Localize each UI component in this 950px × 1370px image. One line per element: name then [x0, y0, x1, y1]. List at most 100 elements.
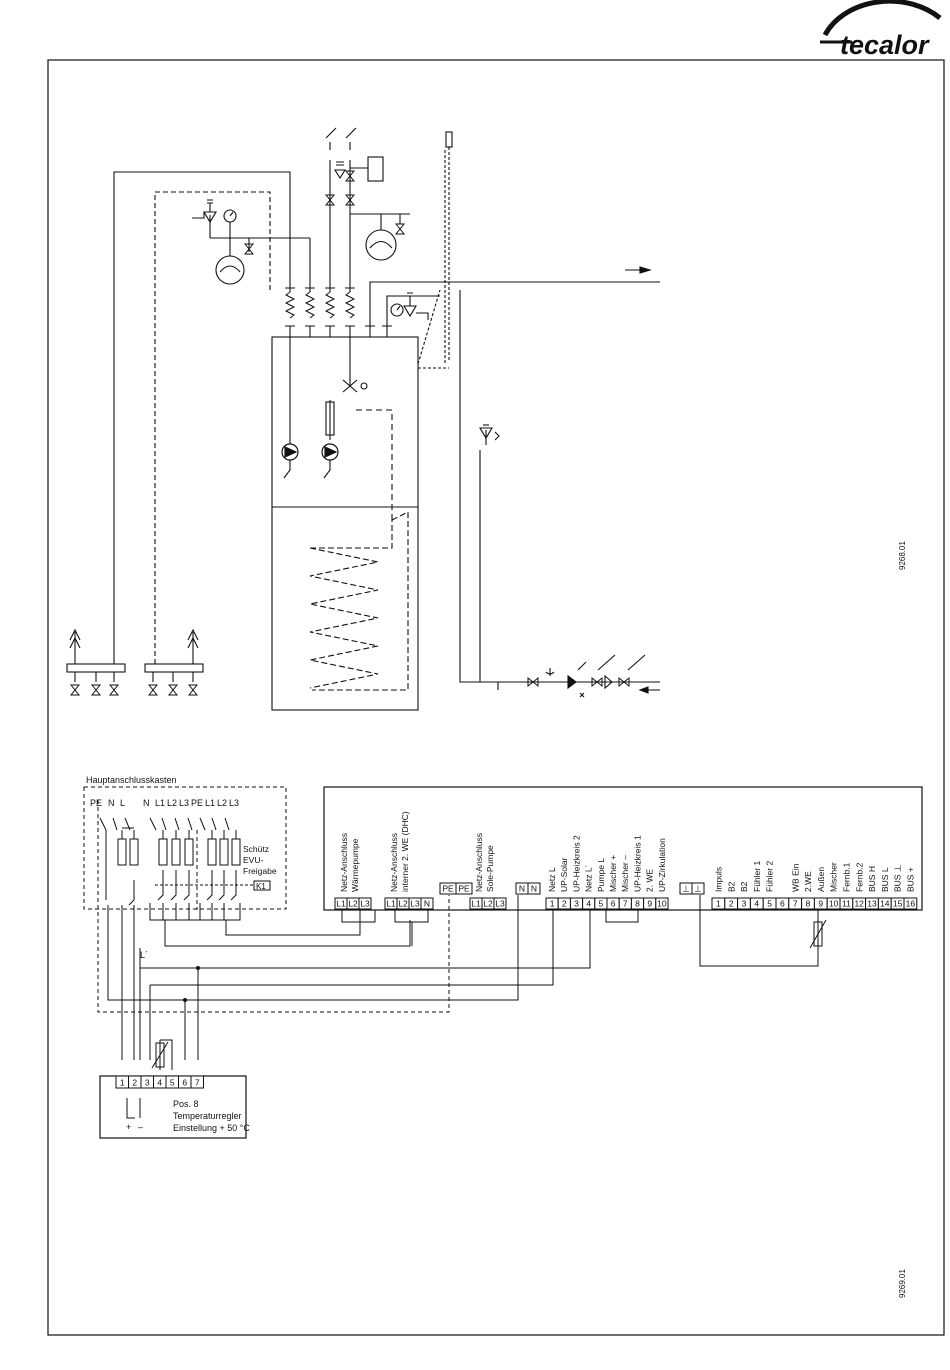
temp-controller-line-3: Einstellung + 50 °C	[173, 1123, 250, 1133]
ground-terminals: ⊥⊥	[679, 882, 705, 895]
terminal-a-label: Mischer +	[608, 855, 618, 892]
controller-terminal-box	[455, 882, 473, 895]
terminal-a-number: 1	[550, 899, 555, 909]
temp-controller-line-1: Pos. 8	[173, 1099, 199, 1109]
terminal-a-label: UP-Heizkreis 1	[632, 835, 642, 892]
terminal-a-label: Netz L´	[584, 864, 594, 892]
terminal-a-label: Netz L	[547, 867, 557, 892]
controller-group-label: interner 2. WE (DHC)	[400, 811, 410, 892]
controller-group-label: Netz-Anschluss	[389, 833, 399, 892]
terminal-b-number: 11	[842, 899, 851, 909]
logo-text: tecalor	[840, 30, 930, 60]
main-box-terminal-label: N	[108, 798, 115, 808]
main-box-terminal-label: L2	[217, 798, 227, 808]
contactor-line-1: Schütz	[243, 844, 269, 854]
terminal-a-label: UP-Heizkreis 2	[571, 835, 581, 892]
temp-controller-terminal-box	[190, 1075, 204, 1089]
terminal-b-number: 12	[854, 899, 864, 909]
terminal-b-label: Impuls	[714, 867, 724, 892]
ground-terminal-box	[691, 882, 705, 895]
temp-controller-line-2: Temperaturregler	[173, 1111, 242, 1121]
terminal-a-label: Mischer –	[620, 855, 630, 892]
temp-controller-terminal: 5	[170, 1078, 175, 1088]
terminal-b-label: BUS L	[880, 867, 890, 892]
terminal-a-number: 6	[611, 899, 616, 909]
terminal-b-number: 5	[767, 899, 772, 909]
controller-group-label: Netz-Anschluss	[474, 833, 484, 892]
terminal-b-number: 6	[780, 899, 785, 909]
contactor-tag: K1	[256, 882, 266, 891]
controller-group-label: Sole-Pumpe	[485, 845, 495, 892]
controller-terminal: L1	[471, 899, 481, 909]
terminal-a-number: 5	[599, 899, 604, 909]
controller-group-label: Netz-Anschluss	[339, 833, 349, 892]
terminal-a-number: 10	[657, 899, 667, 909]
contactor-line-2: EVU-	[243, 855, 263, 865]
terminal-b-number: 4	[754, 899, 759, 909]
main-box-terminal-label: L1	[155, 798, 165, 808]
terminal-b-number: 13	[867, 899, 877, 909]
controller-box	[323, 786, 923, 911]
controller-terminal-box	[358, 897, 372, 910]
controller-terminal: L2	[398, 899, 408, 909]
terminal-b-label: 2.WE	[803, 871, 813, 892]
terminal-a-label: Pumpe L	[596, 858, 606, 892]
drawing-frame	[47, 59, 945, 1336]
controller-terminal: N	[519, 884, 525, 894]
ground-terminal: ⊥	[682, 884, 690, 894]
controller-terminal: N	[424, 899, 430, 909]
terminal-b-label: BUS ⊥	[893, 864, 903, 892]
terminal-b-label: Fernb.2	[854, 862, 864, 892]
terminal-b-number: 7	[793, 899, 798, 909]
controller-terminal: L1	[336, 899, 346, 909]
terminal-a-number: 8	[635, 899, 640, 909]
contactor-line-3: Freigabe	[243, 866, 277, 876]
terminal-b-label: Außen	[816, 867, 826, 892]
terminal-a-label: UP-Solar	[559, 857, 569, 892]
terminal-b-label: B2	[726, 881, 736, 892]
hydraulic-drawing-number: 9268.01	[898, 541, 907, 570]
terminal-a-label: UP-Zirkulation	[657, 838, 667, 892]
main-box-terminal-label: N	[143, 798, 150, 808]
terminal-b-label: Mischer	[829, 862, 839, 892]
terminal-b-number: 16	[906, 899, 916, 909]
main-box-terminal-label: PE	[90, 798, 102, 808]
terminal-b-label: Fühler 1	[752, 861, 762, 892]
terminal-b-label: BUS +	[906, 867, 916, 892]
main-box-terminal-label: L3	[179, 798, 189, 808]
tecalor-logo: tecalor	[820, 0, 942, 60]
ground-terminal: ⊥	[694, 884, 702, 894]
terminal-a-number: 3	[574, 899, 579, 909]
electrical-drawing-number: 9269.01	[898, 1269, 907, 1298]
terminal-b-number: 9	[818, 899, 823, 909]
controller-terminal: L3	[410, 899, 420, 909]
terminal-b-number: 10	[829, 899, 839, 909]
controller-terminal-box	[420, 897, 434, 910]
main-box-terminal-label: L3	[229, 798, 239, 808]
main-box-terminal-label: L	[120, 798, 125, 808]
main-box-terminal-label: L1	[205, 798, 215, 808]
terminal-a-number: 9	[647, 899, 652, 909]
temp-controller-terminal: 7	[195, 1078, 200, 1088]
controller-terminal: PE	[442, 884, 454, 894]
polarity-plus: +	[126, 1122, 131, 1132]
temp-controller-terminal: 6	[182, 1078, 187, 1088]
terminal-b-label: WB Ein	[790, 863, 800, 892]
terminal-b-number-box	[903, 897, 918, 910]
main-connection-box	[83, 786, 287, 910]
hydraulic-diagram	[66, 127, 660, 711]
temp-controller-terminal: 1	[120, 1078, 125, 1088]
terminal-a-number-box	[655, 897, 669, 910]
controller-terminal: L1	[386, 899, 396, 909]
polarity-minus: –	[138, 1122, 143, 1132]
terminal-b-label: Fühler 2	[765, 861, 775, 892]
terminal-b-number: 3	[742, 899, 747, 909]
terminal-a-number: 7	[623, 899, 628, 909]
terminal-b-number: 14	[880, 899, 890, 909]
terminal-b-label: Fernb.1	[842, 862, 852, 892]
terminal-a-label: 2. WE	[645, 869, 655, 892]
